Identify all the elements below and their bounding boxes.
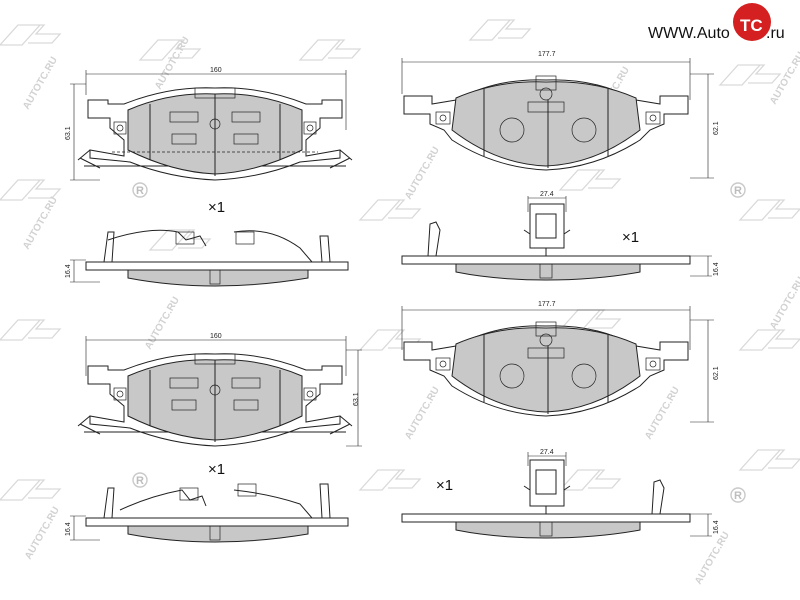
watermark-text: AUTOTC.RU [153, 35, 192, 91]
logo-badge [733, 3, 771, 41]
side-view-pad-160: ×1 16.4 [65, 461, 349, 543]
dimension-thickness: 16.4 [713, 262, 720, 276]
quantity-label: ×1 [622, 229, 639, 246]
logo-suffix: .ru [766, 25, 785, 42]
logo-prefix: WWW.Auto [648, 25, 730, 42]
dimension-sensor-width: 27.4 [540, 449, 554, 456]
dimension-sensor-width: 27.4 [540, 191, 554, 198]
watermark-text: AUTOTC.RU [403, 385, 442, 441]
dimension-height: 62.1 [713, 366, 720, 380]
watermark-text: AUTOTC.RU [768, 50, 800, 106]
registered-mark-text: R [734, 490, 742, 502]
watermark-text: AUTOTC.RU [21, 55, 60, 111]
watermark-text: AUTOTC.RU [403, 145, 442, 201]
dimension-thickness: 16.4 [713, 520, 720, 534]
registered-mark-text: R [734, 185, 742, 197]
dimension-width: 177.7 [538, 51, 556, 58]
site-logo[interactable]: WWW.Auto TC .ru [648, 3, 785, 42]
watermark-text: AUTOTC.RU [643, 385, 682, 441]
front-view-pad-160: 160 63.1 [77, 333, 362, 447]
registered-mark: R R R R [132, 182, 746, 503]
front-view-pad-177: 177.7 62.1 [401, 301, 720, 423]
dimension-width: 177.7 [538, 301, 556, 308]
front-view-pad-177: 177.7 62.1 [401, 51, 720, 179]
side-view-pad-177: ×1 27.4 16.4 [401, 191, 720, 281]
watermark-text: AUTOTC.RU [693, 530, 732, 586]
side-view-pad-160: ×1 16.4 [65, 199, 349, 287]
registered-mark-text: R [136, 475, 144, 487]
dimension-width: 160 [210, 67, 222, 74]
quantity-label: ×1 [436, 477, 453, 494]
dimension-height: 63.1 [353, 392, 360, 406]
dimension-height: 63.1 [65, 126, 72, 140]
registered-mark-text: R [136, 185, 144, 197]
quantity-label: ×1 [208, 461, 225, 478]
quantity-label: ×1 [208, 199, 225, 216]
watermark-text: AUTOTC.RU [23, 505, 62, 561]
side-view-pad-177: ×1 27.4 16.4 [401, 449, 720, 539]
watermark-text: AUTOTC.RU [143, 295, 182, 351]
dimension-width: 160 [210, 333, 222, 340]
dimension-thickness: 16.4 [65, 264, 72, 278]
watermark-text: AUTOTC.RU [21, 195, 60, 251]
dimension-thickness: 16.4 [65, 522, 72, 536]
front-view-pad-160: 160 63.1 [65, 67, 353, 181]
dimension-height: 62.1 [713, 121, 720, 135]
logo-badge-text: TC [740, 16, 763, 35]
watermark-text: AUTOTC.RU [768, 275, 800, 331]
